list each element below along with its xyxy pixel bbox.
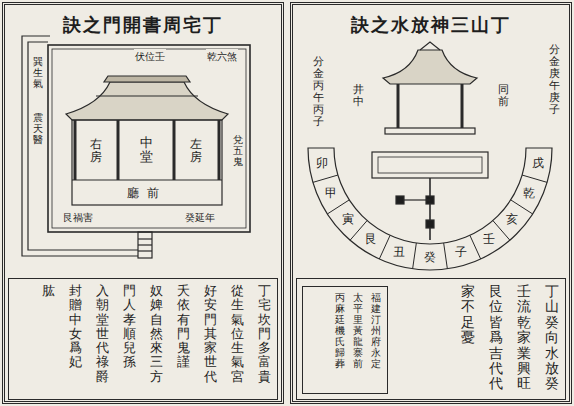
compass-spoke <box>470 235 481 259</box>
text-column: 入朝堂世代祿爵 <box>96 284 109 384</box>
compass-spoke <box>313 175 338 182</box>
text-column: 好安門其家世代 <box>204 284 217 384</box>
pillar <box>74 120 77 180</box>
compass-spoke <box>379 235 390 259</box>
room-label: 前廳 <box>127 185 167 202</box>
compass-mark: 亥 <box>505 210 519 229</box>
hall-band: 前廳 <box>125 184 169 203</box>
compass-spoke <box>444 243 448 269</box>
path-line <box>22 36 138 256</box>
compass-mark: 卯 <box>315 154 329 173</box>
room: 中堂 <box>138 135 155 166</box>
roof-ridge <box>104 76 190 82</box>
pavilion-roof <box>383 50 477 84</box>
direction-label: 同前 <box>497 83 510 109</box>
hall-body <box>72 120 222 205</box>
courtyard-wall <box>52 49 246 228</box>
direction-label: 井中 <box>352 83 365 109</box>
text-column: 封贈中女爲妃 <box>69 284 82 370</box>
pillar <box>461 84 464 128</box>
inscription-box: 福建汀州府永定太平里黃龍寨前丙麻廷機氏歸葬 <box>302 286 388 394</box>
pool <box>372 152 488 178</box>
hall-band <box>72 179 222 180</box>
compass-mark: 癸 <box>423 248 437 267</box>
text-box: 丁山癸向水放癸壬流乾家業興旺艮位皆爲吉代代家不足憂 福建汀州府永定太平里黃龍寨前丙… <box>296 278 566 400</box>
compass-mark: 艮 <box>364 230 378 249</box>
compass-mark: 戌 <box>531 154 545 173</box>
text-column: 太平里黃龍寨前 <box>353 292 363 369</box>
compass-mark: 子 <box>454 243 468 262</box>
room-label: 左房 <box>190 138 202 164</box>
pavilion-base <box>385 128 475 134</box>
roof-ornament <box>420 42 440 50</box>
direction-label: 伏位壬 <box>134 49 166 65</box>
room: 左房 <box>188 137 204 165</box>
direction-label: 兌五鬼 <box>232 133 244 168</box>
text-column: 丙麻廷機氏歸葬 <box>335 292 345 369</box>
text-column: 門人孝順兒孫 <box>123 284 136 370</box>
direction-label: 艮禍害 <box>62 210 94 226</box>
water-line <box>429 178 431 240</box>
pillar <box>173 120 176 180</box>
text-column: 奴婢自然來三方 <box>150 284 163 384</box>
gate-step <box>138 250 152 251</box>
pillar <box>218 120 221 180</box>
path-line <box>28 42 138 250</box>
room-label: 中堂 <box>140 136 153 165</box>
text-column: 福建汀州府永定 <box>371 292 381 369</box>
panel-title: 丁山三神放水之訣 <box>293 13 569 37</box>
direction-label: 分金庚午庚子 <box>548 43 561 118</box>
room-label: 右房 <box>90 138 102 164</box>
direction-label: 巽生氣 <box>32 55 44 90</box>
water-marker <box>396 196 404 204</box>
panel-title: 丁宅周書開門之訣 <box>5 13 281 37</box>
pool <box>378 157 482 173</box>
gate-step <box>138 238 152 239</box>
gate-steps <box>138 232 152 258</box>
compass-mark: 甲 <box>324 184 338 203</box>
compass-band <box>308 148 552 270</box>
compass-spokes <box>313 175 547 269</box>
water-marker <box>426 220 434 228</box>
text-column: 肱 <box>42 284 55 298</box>
courtyard-wall <box>48 45 250 232</box>
compass-mark: 丑 <box>392 243 406 262</box>
text-column: 壬流乾家業興旺 <box>517 284 531 392</box>
direction-label: 乾六煞 <box>206 49 238 65</box>
text-column: 夭依有門鬼謹 <box>177 284 190 370</box>
compass-mark: 壬 <box>482 230 496 249</box>
text-column: 丁宅坎門多富貴 <box>258 284 271 384</box>
direction-label: 癸延年 <box>184 210 216 226</box>
text-box: 丁宅坎門多富貴 從生氣位生氣宮 好安門其家世代 夭依有門鬼謹 奴婢自然來三方 門人孝順兒孫… <box>8 278 278 400</box>
text-column: 家不足憂 <box>461 284 475 346</box>
pillar <box>117 120 120 180</box>
hall-roof <box>66 82 228 120</box>
compass-spoke <box>413 243 417 269</box>
gate-step <box>138 244 152 245</box>
text-column: 從生氣位生氣宮 <box>231 284 244 384</box>
direction-label: 分金丙午丙子 <box>312 55 325 130</box>
compass-mark: 乾 <box>522 184 536 203</box>
direction-label: 震天醫 <box>32 111 44 146</box>
roof-line <box>96 95 198 96</box>
compass-mark: 寅 <box>341 210 355 229</box>
panel: 丁山三神放水之訣丁山癸向水放癸壬流乾家業興旺艮位皆爲吉代代家不足憂 福建汀州府永定… <box>290 2 572 404</box>
pillar <box>397 84 400 128</box>
text-column: 丁山癸向水放癸 <box>545 284 559 392</box>
compass-spoke <box>522 175 547 182</box>
text-column: 艮位皆爲吉代代 <box>489 284 503 392</box>
room: 右房 <box>88 137 104 165</box>
